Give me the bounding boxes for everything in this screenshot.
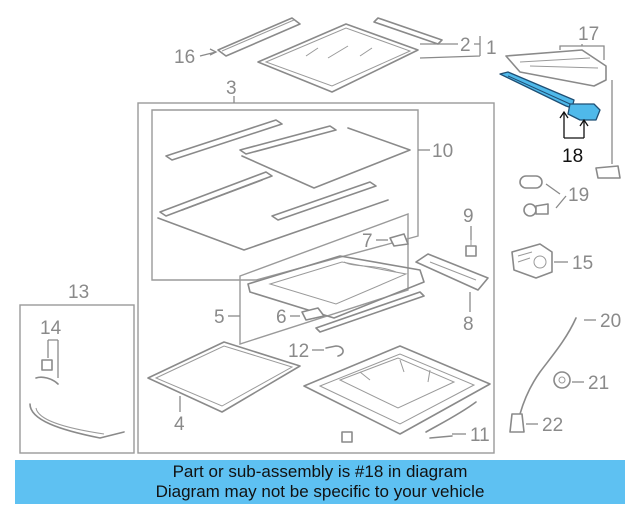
- callout-5: 5: [214, 307, 225, 328]
- part-13-seal[interactable]: [29, 403, 125, 439]
- callout-16: 16: [174, 47, 195, 68]
- callout-19: 19: [568, 185, 589, 206]
- callout-12: 12: [288, 341, 309, 362]
- part-4-sunshade[interactable]: [147, 341, 301, 413]
- part-20-drain-hose[interactable]: [519, 317, 577, 415]
- part-22-hose-end[interactable]: [509, 413, 525, 433]
- part-17-clip[interactable]: [595, 165, 621, 179]
- part-8-rear-bracket[interactable]: [415, 253, 489, 291]
- assembly-box-3: [137, 102, 495, 454]
- arrow-18b: [579, 118, 589, 127]
- part-5-frame[interactable]: [247, 255, 425, 333]
- part-7-bracket[interactable]: [389, 233, 409, 247]
- callout-7: 7: [362, 231, 373, 252]
- assembly-box-13: [19, 304, 135, 454]
- part-14-fasteners[interactable]: [35, 359, 59, 385]
- bracket-14: [47, 339, 59, 378]
- callout-3: 3: [226, 78, 237, 99]
- part-19-clips[interactable]: [519, 175, 549, 217]
- callout-14: 14: [40, 318, 62, 339]
- callout-22: 22: [542, 415, 563, 436]
- part-1-glass-panel[interactable]: [257, 23, 419, 93]
- info-banner: Part or sub-assembly is #18 in diagram D…: [15, 460, 625, 504]
- sub-box-5: [239, 212, 409, 345]
- bracket-18: [563, 112, 585, 139]
- callout-17: 17: [578, 24, 599, 45]
- part-21-grommet[interactable]: [553, 371, 571, 389]
- callout-11: 11: [470, 425, 490, 446]
- sub-box-10: [151, 109, 419, 281]
- part-18-highlighted[interactable]: [499, 71, 601, 121]
- part-17-front-housing[interactable]: [505, 49, 607, 87]
- callout-9: 9: [463, 206, 474, 227]
- callout-13: 13: [68, 282, 89, 303]
- callout-15: 15: [572, 253, 593, 274]
- part-16-weatherstrip[interactable]: [217, 17, 301, 57]
- arrow-16: [209, 48, 218, 56]
- callout-8: 8: [463, 314, 474, 335]
- callout-20: 20: [600, 311, 621, 332]
- callout-10: 10: [432, 141, 453, 162]
- arrow-18a: [559, 110, 569, 119]
- part-housing-frame[interactable]: [303, 345, 491, 435]
- part-bolt-lower[interactable]: [341, 431, 353, 443]
- part-9-bolt[interactable]: [465, 240, 477, 257]
- banner-line-2: Diagram may not be specific to your vehi…: [155, 482, 485, 501]
- part-10-seals[interactable]: [157, 119, 411, 251]
- bracket-17: [559, 44, 613, 164]
- callout-21: 21: [588, 373, 609, 394]
- callout-2: 2: [460, 35, 471, 56]
- callout-6: 6: [276, 307, 287, 328]
- part-11-harness[interactable]: [425, 401, 477, 439]
- bracket-1: [419, 36, 481, 59]
- callout-4: 4: [174, 414, 185, 435]
- part-12-cable[interactable]: [325, 345, 344, 357]
- part-15-motor[interactable]: [511, 243, 553, 279]
- callout-1: 1: [486, 38, 497, 59]
- banner-line-1: Part or sub-assembly is #18 in diagram: [172, 462, 468, 481]
- leader-19: [545, 183, 567, 209]
- callout-18: 18: [562, 146, 583, 167]
- part-6-clip[interactable]: [301, 307, 325, 321]
